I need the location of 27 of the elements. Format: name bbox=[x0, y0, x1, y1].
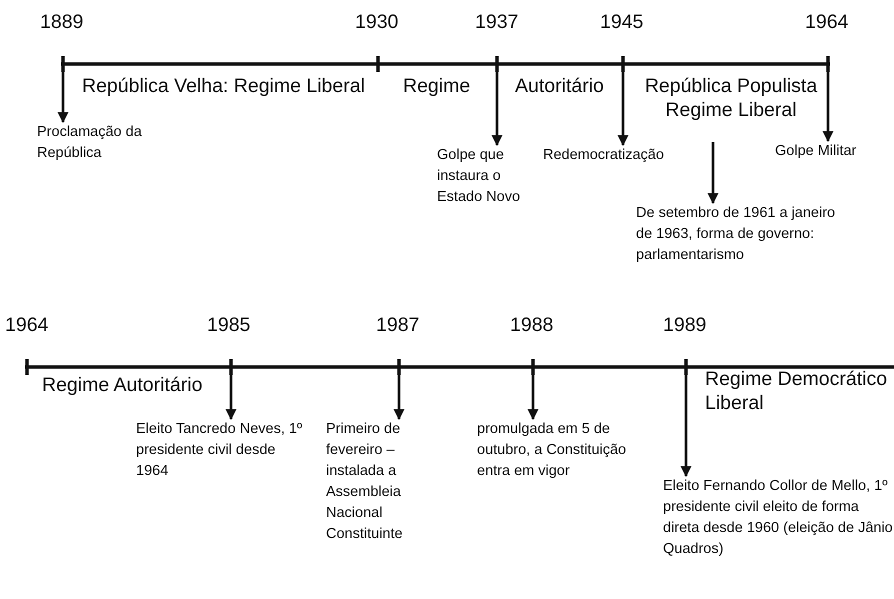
period-label: República Populista Regime Liberal bbox=[644, 74, 818, 122]
timeline-axis bbox=[61, 56, 830, 72]
period-label: Autoritário bbox=[515, 74, 604, 98]
year-label: 1987 bbox=[376, 313, 420, 337]
year-label: 1985 bbox=[207, 313, 250, 337]
period-label: Regime bbox=[403, 74, 470, 98]
period-label: Regime Democrático Liberal bbox=[705, 367, 888, 415]
year-label: 1937 bbox=[475, 10, 518, 34]
year-label: 1964 bbox=[5, 313, 48, 337]
period-label: Regime Autoritário bbox=[42, 373, 202, 397]
event-description: Golpe que instaura o Estado Novo bbox=[437, 146, 522, 207]
year-label: 1930 bbox=[355, 10, 398, 34]
arrow bbox=[708, 142, 718, 204]
event-description: Primeiro de fevereiro – instalada a Assembleia Nacional Constituinte bbox=[326, 420, 404, 544]
period-label: República Velha: Regime Liberal bbox=[82, 74, 365, 98]
year-label: 1945 bbox=[600, 10, 644, 34]
event-description: promulgada em 5 de outubro, a Constituição entra em vigor bbox=[477, 420, 627, 481]
year-label: 1889 bbox=[40, 10, 84, 34]
event-description: Golpe Militar bbox=[775, 142, 858, 161]
year-label: 1964 bbox=[805, 10, 848, 34]
event-description: Redemocratização bbox=[543, 146, 665, 165]
event-description: De setembro de 1961 a janeiro de 1963, forma de governo: parlamentarismo bbox=[636, 204, 836, 265]
year-label: 1988 bbox=[510, 313, 554, 337]
year-label: 1989 bbox=[663, 313, 706, 337]
event-description: Eleito Tancredo Neves, 1º presidente civil desde 1964 bbox=[136, 420, 304, 481]
event-description: Proclamação da República bbox=[37, 123, 143, 163]
event-description: Eleito Fernando Collor de Mello, 1º presidente civil eleito de forma direta desde 1960 (eleição de Jânio Quadros) bbox=[663, 477, 894, 559]
